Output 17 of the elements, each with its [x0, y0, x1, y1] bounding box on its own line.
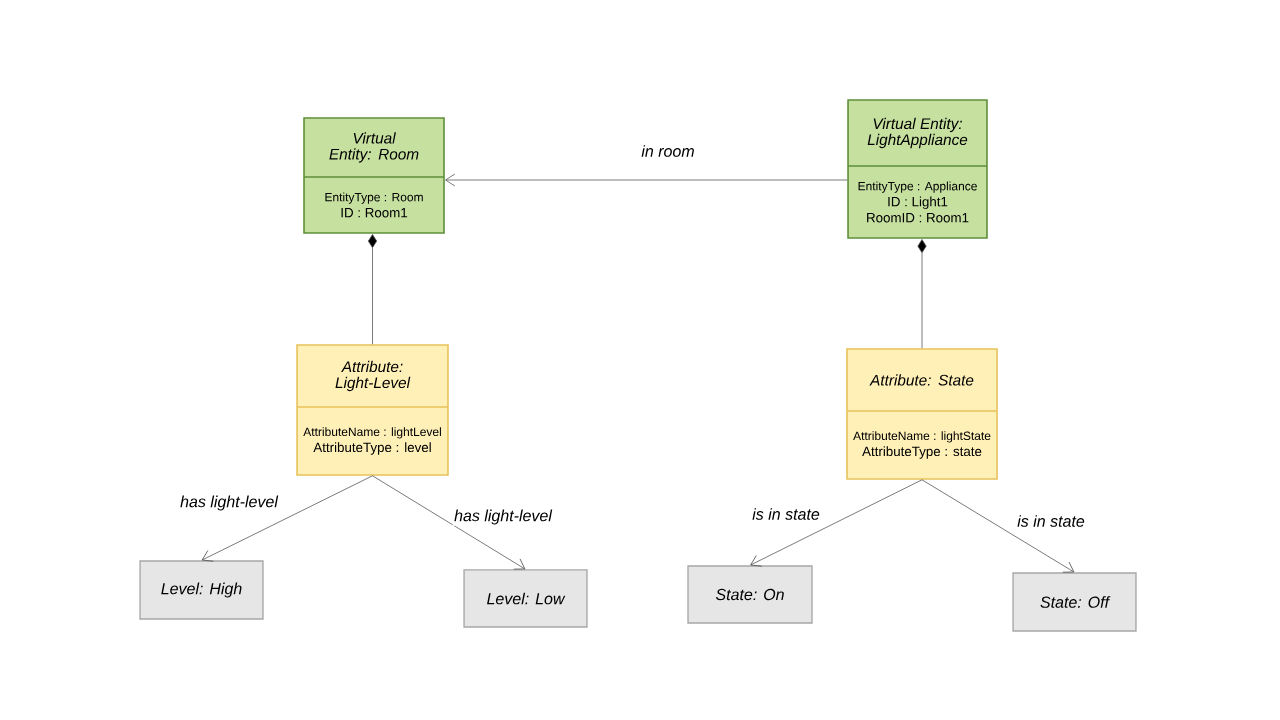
arrow: [372, 475, 526, 570]
arrow: [921, 479, 1075, 573]
value-box: Level: High: [139, 560, 264, 620]
class-box: Virtual Entity: Room EntityType : Room ID : Room1: [303, 117, 445, 234]
arrow: [445, 173, 848, 187]
arrow: [201, 475, 373, 562]
value-box: State: Off: [1012, 572, 1137, 632]
arrow: [917, 239, 927, 349]
edge-label: has light-level: [452, 508, 554, 526]
class-box: Attribute: State AttributeName : lightState AttributeType : state: [846, 348, 998, 480]
value-box: Level: Low: [463, 569, 588, 628]
value-box: State: On: [687, 565, 813, 624]
class-box: Virtual Entity: LightAppliance EntityType : Appliance ID : Light1 RoomID : Room1: [847, 99, 988, 239]
arrow: [367, 234, 378, 345]
edge-label: has light-level: [178, 494, 280, 512]
arrow: [750, 479, 923, 567]
class-box: Attribute: Light-Level AttributeName : lightLevel AttributeType : level: [296, 344, 449, 476]
